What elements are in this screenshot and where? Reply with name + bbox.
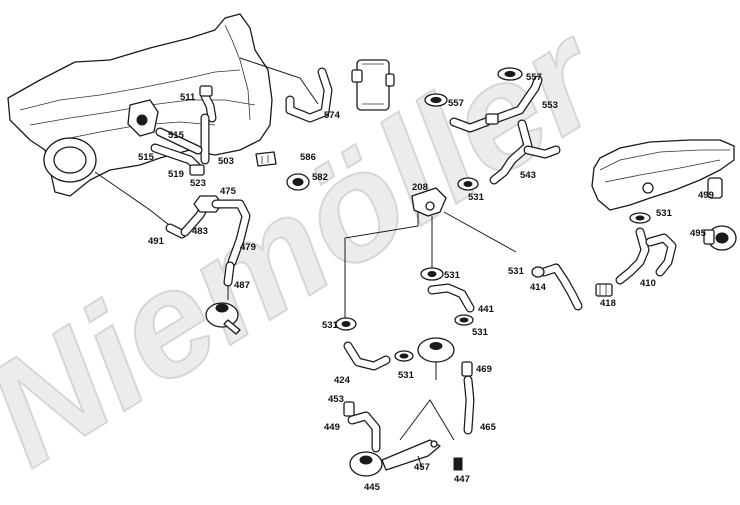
label-457[interactable]: 457 [414, 462, 430, 473]
label-531g[interactable]: 531 [398, 370, 415, 381]
part-414-hose [531, 263, 583, 311]
label-515a[interactable]: 515 [168, 130, 185, 141]
label-553[interactable]: 553 [542, 100, 558, 111]
part-582-clamp [286, 173, 310, 191]
label-487[interactable]: 487 [234, 280, 250, 291]
label-449[interactable]: 449 [324, 422, 340, 433]
label-441[interactable]: 441 [478, 304, 495, 315]
part-valve-center [417, 337, 455, 380]
label-410[interactable]: 410 [640, 278, 656, 289]
label-557b[interactable]: 557 [526, 72, 542, 83]
intake-manifold [7, 13, 273, 197]
label-531f[interactable]: 531 [322, 320, 339, 331]
part-543-hose [489, 119, 561, 185]
part-574-bent-tube [239, 57, 333, 123]
part-475-tee [193, 195, 251, 300]
label-543[interactable]: 543 [520, 170, 536, 181]
label-557a[interactable]: 557 [448, 98, 464, 109]
label-479[interactable]: 479 [240, 242, 256, 253]
part-553-hose [449, 75, 543, 133]
part-418-nipple [595, 283, 613, 297]
label-208[interactable]: 208 [412, 182, 428, 193]
label-414[interactable]: 414 [530, 282, 547, 293]
label-531b[interactable]: 531 [656, 208, 673, 219]
label-511[interactable]: 511 [180, 92, 196, 103]
label-531c[interactable]: 531 [508, 266, 525, 277]
part-air-housing [591, 139, 735, 211]
label-574[interactable]: 574 [324, 110, 341, 121]
label-475[interactable]: 475 [220, 186, 237, 197]
part-445-valve [349, 439, 463, 477]
label-447[interactable]: 447 [454, 474, 470, 485]
label-503[interactable]: 503 [218, 156, 234, 167]
label-495[interactable]: 495 [690, 228, 707, 239]
label-586[interactable]: 586 [300, 152, 316, 163]
label-523[interactable]: 523 [190, 178, 206, 189]
part-labels: 511 515 515 503 519 523 475 491 483 479 … [138, 72, 714, 493]
label-483[interactable]: 483 [192, 226, 208, 237]
label-424[interactable]: 424 [334, 375, 351, 386]
part-586-clip [255, 151, 277, 167]
label-418[interactable]: 418 [600, 298, 616, 309]
part-208-junction [344, 177, 517, 318]
label-491[interactable]: 491 [148, 236, 165, 247]
part-495-sensor [703, 177, 737, 251]
label-515b[interactable]: 515 [138, 152, 155, 163]
part-515-pipes [150, 127, 205, 176]
part-424-hose [335, 317, 414, 371]
part-valve-left [205, 302, 241, 335]
part-410-hose [615, 212, 677, 285]
label-465[interactable]: 465 [480, 422, 497, 433]
part-465-line [399, 361, 475, 441]
label-499[interactable]: 499 [698, 190, 714, 201]
label-531d[interactable]: 531 [444, 270, 461, 281]
label-469[interactable]: 469 [476, 364, 492, 375]
label-531a[interactable]: 531 [468, 192, 485, 203]
label-582[interactable]: 582 [312, 172, 328, 183]
part-557-clamps [424, 67, 523, 107]
part-canister [351, 59, 395, 111]
label-519[interactable]: 519 [168, 169, 184, 180]
label-453[interactable]: 453 [328, 394, 344, 405]
part-441-hose [420, 267, 475, 326]
label-531e[interactable]: 531 [472, 327, 489, 338]
label-445[interactable]: 445 [364, 482, 381, 493]
part-511-fitting [199, 85, 217, 123]
part-449-hose [343, 401, 381, 453]
